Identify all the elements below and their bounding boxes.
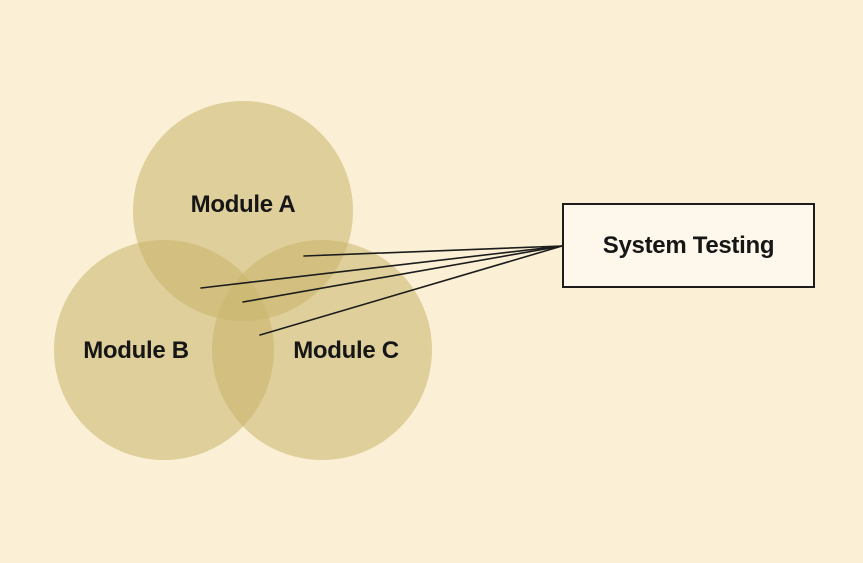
module-c-label: Module C	[293, 337, 399, 364]
module-b-label: Module B	[83, 337, 189, 364]
connector-line-4	[259, 245, 563, 336]
connector-line-1	[303, 245, 563, 257]
connector-line-2	[200, 245, 563, 289]
module-a-label: Module A	[190, 191, 296, 218]
venn-circle-module-c	[212, 240, 432, 460]
venn-circle-module-b	[54, 240, 274, 460]
system-testing-box: System Testing	[562, 203, 815, 288]
system-testing-label: System Testing	[602, 231, 775, 259]
connector-line-3	[242, 245, 563, 303]
